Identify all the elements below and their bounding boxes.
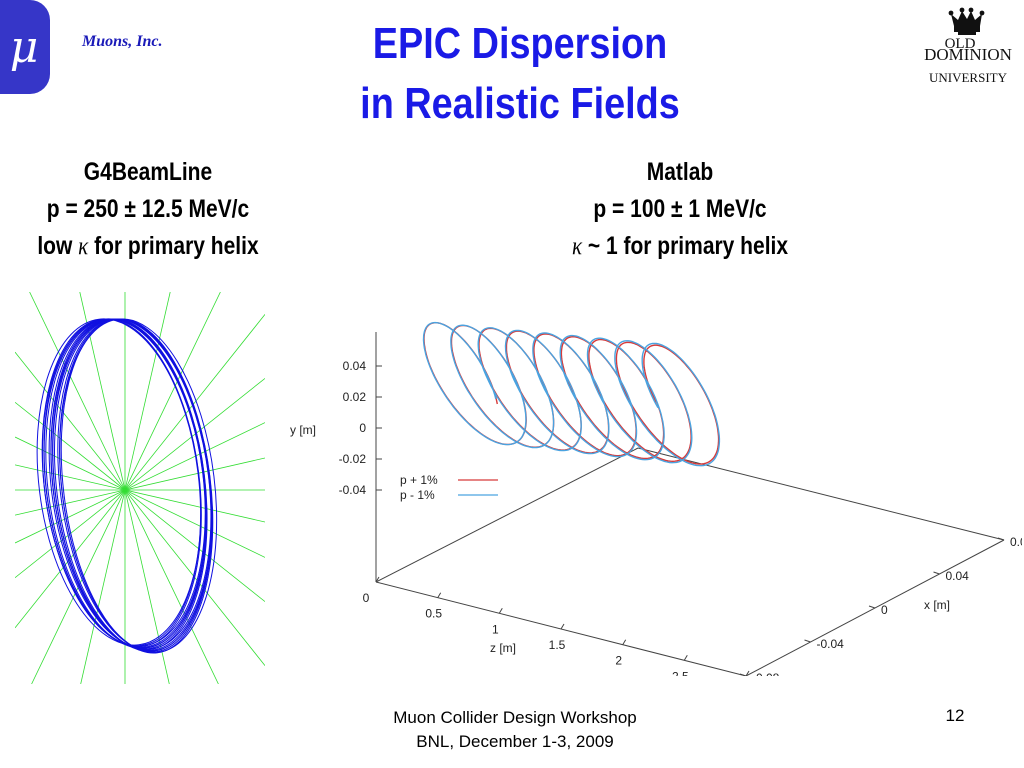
- x-tick: [997, 537, 1005, 541]
- z-tick-label: 2: [615, 654, 622, 668]
- helix-series: [422, 321, 721, 467]
- right-momentum: p = 100 ± 1 MeV/c: [593, 195, 767, 223]
- y-tick-label: 0: [359, 421, 366, 435]
- field-line: [124, 422, 265, 491]
- left-column-heading: G4BeamLine p = 250 ± 12.5 MeV/c low κ fo…: [24, 154, 273, 265]
- right-helix-note: κ ~ 1 for primary helix: [571, 232, 789, 260]
- plot-legend: p + 1% p - 1%: [400, 473, 498, 502]
- field-line: [124, 292, 221, 491]
- x-tick: [739, 673, 747, 676]
- x-tick-label: -0.08: [752, 671, 780, 676]
- field-line: [80, 489, 126, 684]
- left-helix-note: low κ for primary helix: [37, 232, 259, 260]
- right-column-heading: Matlab p = 100 ± 1 MeV/c κ ~ 1 for prima…: [554, 154, 806, 265]
- kappa-symbol: κ: [571, 233, 583, 260]
- y-axis-ticks: 0.04 0.02 0 -0.02 -0.04: [339, 359, 382, 497]
- field-line: [124, 314, 265, 491]
- slide-number: 12: [945, 706, 965, 725]
- kappa-symbol: κ: [78, 233, 89, 260]
- legend-label-plus: p + 1%: [400, 473, 438, 487]
- y-axis-label: y [m]: [290, 423, 316, 437]
- field-line: [124, 489, 170, 684]
- y-tick-label: -0.02: [339, 452, 367, 466]
- g4beamline-figure: [15, 292, 265, 684]
- crown-icon: [948, 7, 985, 35]
- odu-text-university: UNIVERSITY: [929, 70, 1008, 85]
- odu-text-old: DOMINION: [924, 45, 1012, 64]
- x-tick-label: 0: [881, 603, 888, 617]
- z-tick: [745, 670, 750, 676]
- z-tick: [560, 623, 565, 630]
- field-line: [124, 489, 265, 523]
- beam-orbit: [60, 318, 214, 654]
- x-tick-label: 0.04: [946, 569, 970, 583]
- z-tick: [437, 592, 442, 598]
- slide-title: EPIC Dispersion in Realistic Fields: [288, 14, 752, 134]
- muons-logo: μ: [0, 0, 50, 94]
- z-tick-label: 0: [363, 591, 370, 605]
- field-line: [15, 489, 126, 516]
- field-line: [15, 436, 126, 491]
- field-line: [124, 489, 219, 684]
- field-line: [15, 489, 126, 544]
- z-tick: [375, 576, 380, 583]
- z-tick: [622, 639, 627, 645]
- beam-orbit: [59, 318, 213, 653]
- x-tick: [804, 639, 811, 643]
- z-tick-label: 1.5: [549, 638, 566, 652]
- field-line: [15, 401, 126, 491]
- beam-orbits: [36, 318, 218, 654]
- z-tick-label: 1: [492, 622, 499, 636]
- x-axis-label: x [m]: [924, 598, 950, 612]
- field-line: [124, 457, 265, 491]
- z-tick-label: 2.5: [672, 669, 689, 676]
- footer: Muon Collider Design Workshop BNL, Decem…: [340, 706, 690, 754]
- field-line: [124, 489, 265, 558]
- odu-logo: DOMINION OLD UNIVERSITY: [924, 7, 1012, 85]
- footer-line-1: Muon Collider Design Workshop: [393, 708, 637, 727]
- x-axis-ticks: -0.08 -0.04 0 0.04 0.08: [739, 535, 1022, 676]
- x-tick-label: 0.08: [1010, 535, 1022, 549]
- field-line: [15, 351, 126, 491]
- x-tick: [933, 571, 940, 575]
- field-line: [124, 489, 265, 602]
- z-tick: [498, 608, 503, 614]
- title-line-1: EPIC Dispersion: [372, 19, 668, 68]
- z-axis-ticks: 00.511.522.53: [363, 576, 750, 676]
- x-tick: [868, 605, 876, 609]
- company-name: Muons, Inc.: [82, 33, 163, 50]
- field-line: [15, 489, 126, 579]
- title-line-2: in Realistic Fields: [360, 79, 680, 128]
- plot-axes-box: [375, 332, 1005, 676]
- odu-text-old-top: OLD: [945, 36, 976, 52]
- legend-label-minus: p - 1%: [400, 488, 435, 502]
- right-heading: Matlab: [646, 158, 714, 186]
- z-tick-label: 0.5: [425, 607, 442, 621]
- field-line: [29, 292, 126, 491]
- series-p-plus-line: [423, 322, 720, 465]
- matlab-helix-plot: 0.040.020-0.02-0.04 00.511.522.53 -0.08-…: [290, 321, 1022, 676]
- left-heading: G4BeamLine: [83, 158, 213, 186]
- beam-axis-point: [123, 488, 127, 492]
- y-tick-label: 0.04: [343, 359, 367, 373]
- left-momentum: p = 250 ± 12.5 MeV/c: [46, 195, 250, 223]
- field-line: [124, 292, 171, 491]
- y-tick-label: -0.04: [339, 483, 367, 497]
- series-p-minus-line: [422, 321, 721, 467]
- z-axis-label: z [m]: [490, 641, 516, 655]
- x-tick-label: -0.04: [817, 637, 845, 651]
- z-tick: [683, 655, 688, 661]
- footer-line-2: BNL, December 1-3, 2009: [416, 732, 614, 751]
- field-line: [15, 464, 126, 491]
- mu-symbol: μ: [10, 22, 39, 73]
- y-tick-label: 0.02: [343, 390, 367, 404]
- field-line: [124, 378, 265, 491]
